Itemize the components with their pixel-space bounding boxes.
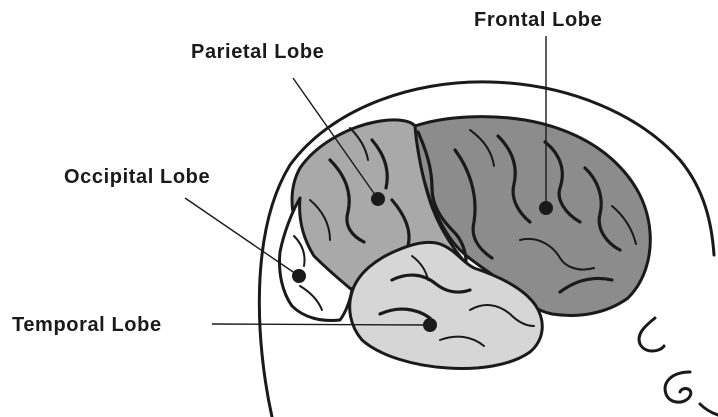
face-profile-lip (665, 372, 691, 402)
face-profile-chin (700, 404, 718, 415)
occipital-lobe-label: Occipital Lobe (64, 166, 210, 188)
frontal-lobe-label: Frontal Lobe (474, 9, 602, 31)
frontal-dot (539, 201, 553, 215)
temporal-lobe-label: Temporal Lobe (12, 314, 162, 336)
face-profile-nose (639, 318, 664, 351)
occipital-leader (185, 198, 299, 276)
parietal-lobe-label: Parietal Lobe (191, 41, 324, 63)
